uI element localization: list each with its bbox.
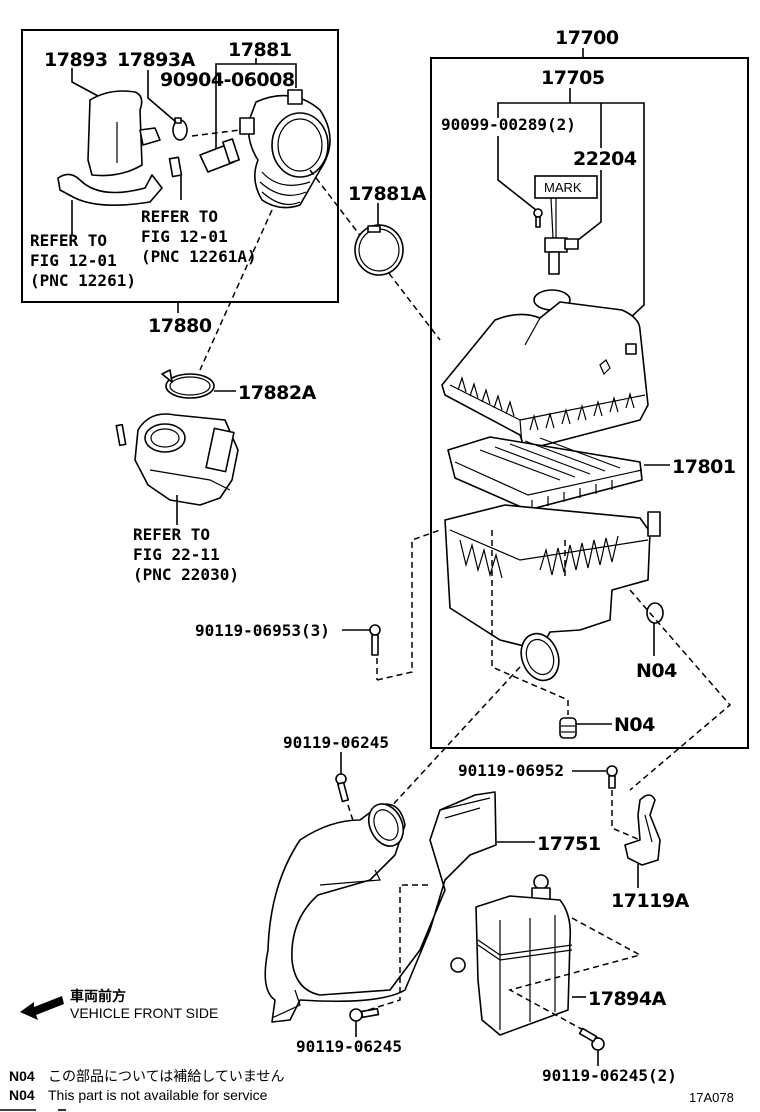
bolt-90119-06953 [369, 624, 381, 656]
clamp-17881A [354, 224, 404, 276]
bolt-90119-06245-x2 [578, 1027, 605, 1051]
svg-text:REFER TO: REFER TO [133, 525, 210, 544]
label-17705[interactable]: 17705 [541, 67, 605, 89]
resonator-17894A [450, 874, 573, 1036]
label-17893A[interactable]: 17893A [117, 49, 196, 71]
note-code-jp: N04 [9, 1068, 35, 1084]
grommet-n04-bottom [559, 717, 577, 739]
label-90904-06008[interactable]: 90904-06008 [160, 69, 295, 91]
svg-text:(PNC 22030): (PNC 22030) [133, 565, 239, 584]
reference-pnc-12261A: REFER TO FIG 12-01 (PNC 12261A) [141, 207, 257, 266]
direction-label-jp: 車両前方 [70, 988, 126, 1004]
mass-air-flow-sensor-22204 [533, 208, 579, 275]
group-box-17700 [430, 57, 749, 749]
note-text-en: This part is not available for service [48, 1087, 268, 1103]
label-90119-06952[interactable]: 90119-06952 [458, 761, 564, 780]
air-filter-element-17801 [447, 436, 643, 511]
reference-pnc-22030: REFER TO FIG 22-11 (PNC 22030) [133, 525, 239, 584]
resonator-17893 [57, 90, 163, 206]
label-90119-06953[interactable]: 90119-06953(3) [195, 621, 330, 640]
figure-code: 17A078 [689, 1090, 734, 1105]
label-22204[interactable]: 22204 [573, 148, 637, 170]
group-box-17880 [21, 29, 339, 303]
label-17893[interactable]: 17893 [44, 49, 108, 71]
grommet-n04-side [646, 602, 664, 624]
label-17880[interactable]: 17880 [148, 315, 212, 337]
air-hose-17881 [239, 89, 331, 209]
svg-text:(PNC 12261A): (PNC 12261A) [141, 247, 257, 266]
bracket-17119A [624, 794, 661, 866]
reference-pnc-12261: REFER TO FIG 12-01 (PNC 12261) [30, 231, 136, 290]
svg-text:FIG 12-01: FIG 12-01 [141, 227, 228, 246]
footnotes: N04 この部品については補給していません N04 This part is n… [0, 1068, 284, 1111]
hose-90904-06008 [199, 138, 240, 173]
label-17700[interactable]: 17700 [555, 27, 619, 49]
direction-label-en: VEHICLE FRONT SIDE [70, 1005, 218, 1021]
label-90119-06245-top[interactable]: 90119-06245 [283, 733, 389, 752]
label-17881[interactable]: 17881 [228, 39, 292, 61]
bolt-90119-06952 [606, 765, 618, 789]
air-cleaner-upper-case [441, 289, 649, 451]
mark-box [534, 175, 598, 199]
mark-text: MARK [544, 180, 582, 195]
bolt-90119-06245-top [335, 773, 350, 803]
label-17894A[interactable]: 17894A [588, 988, 667, 1010]
label-90119-06245-bottom[interactable]: 90119-06245 [296, 1037, 402, 1056]
label-90099-00289[interactable]: 90099-00289(2) [441, 115, 576, 134]
label-90119-06245-x2[interactable]: 90119-06245(2) [542, 1066, 677, 1085]
label-17801[interactable]: 17801 [672, 456, 736, 478]
svg-text:(PNC 12261): (PNC 12261) [30, 271, 136, 290]
label-n04-bottom[interactable]: N04 [614, 714, 656, 736]
label-17881A[interactable]: 17881A [348, 183, 427, 205]
intake-duct-17751 [264, 791, 497, 1023]
air-cleaner-lower-case [444, 504, 661, 682]
label-17751[interactable]: 17751 [537, 833, 601, 855]
label-17882A[interactable]: 17882A [238, 382, 317, 404]
arrow-left-icon [20, 996, 64, 1020]
svg-text:FIG 22-11: FIG 22-11 [133, 545, 220, 564]
throttle-body [115, 413, 239, 506]
note-code-en: N04 [9, 1087, 35, 1103]
vehicle-front-indicator: 車両前方 VEHICLE FRONT SIDE [20, 988, 218, 1021]
label-17119A[interactable]: 17119A [611, 890, 690, 912]
label-n04-side[interactable]: N04 [636, 660, 678, 682]
clamp-17882A [161, 369, 215, 399]
note-text-jp: この部品については補給していません [48, 1068, 284, 1084]
clamp-17893A [172, 117, 188, 141]
svg-text:FIG 12-01: FIG 12-01 [30, 251, 117, 270]
svg-text:REFER TO: REFER TO [141, 207, 218, 226]
bolt-90119-06245-bottom [349, 1007, 380, 1022]
svg-text:REFER TO: REFER TO [30, 231, 107, 250]
